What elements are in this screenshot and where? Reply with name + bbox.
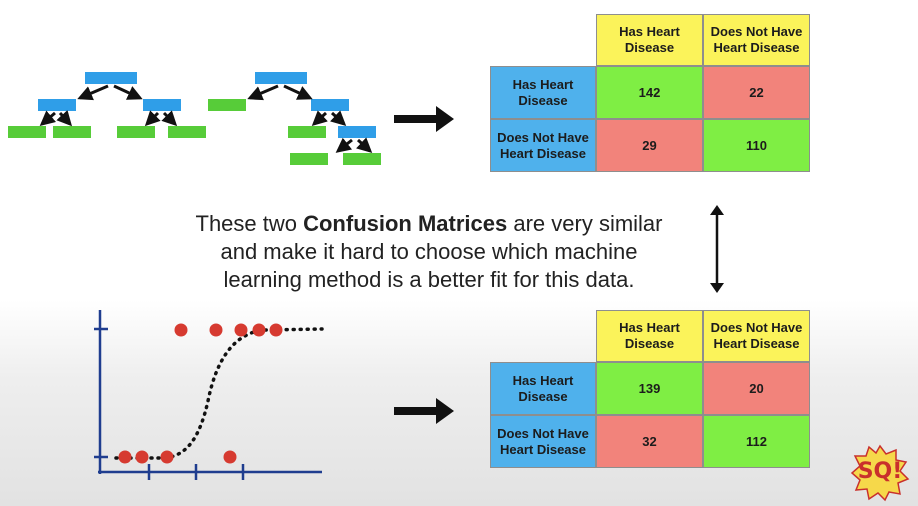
row-header: Has Heart Disease xyxy=(490,66,596,119)
matrix-cell-true-negative: 112 xyxy=(703,415,810,468)
tree-leaf xyxy=(343,153,381,165)
matrix-cell-true-negative: 110 xyxy=(703,119,810,172)
row-header: Has Heart Disease xyxy=(490,362,596,415)
tree-arrow xyxy=(311,110,328,127)
data-point xyxy=(252,323,266,337)
data-point xyxy=(269,323,283,337)
caption-emphasis: Confusion Matrices xyxy=(303,211,508,236)
tree-arrow xyxy=(247,84,279,101)
decision-tree-1 xyxy=(8,72,206,138)
double-arrow-icon xyxy=(710,205,724,293)
caption-line-3: learning method is a better fit for this… xyxy=(223,267,635,292)
tree-node xyxy=(311,99,349,111)
matrix-cell-false-positive: 29 xyxy=(596,119,703,172)
column-header: Has Heart Disease xyxy=(596,14,703,66)
decision-tree-2 xyxy=(208,72,381,165)
tree-arrow xyxy=(39,110,57,126)
tree-leaf xyxy=(8,126,46,138)
data-point xyxy=(160,450,174,464)
matrix-cell-false-positive: 32 xyxy=(596,415,703,468)
logo-text: SQ! xyxy=(857,459,903,484)
tree-leaf xyxy=(168,126,206,138)
tree-arrow xyxy=(113,84,143,100)
tree-leaf xyxy=(208,99,246,111)
data-point xyxy=(234,323,248,337)
tree-arrow xyxy=(77,84,109,101)
caption-line-1: These two Confusion Matrices are very si… xyxy=(195,211,663,236)
tree-arrow xyxy=(330,110,347,127)
row-header: Does Not Have Heart Disease xyxy=(490,415,596,468)
column-header: Does Not Have Heart Disease xyxy=(703,310,810,362)
tree-arrow xyxy=(356,137,373,154)
tree-root-node xyxy=(85,72,137,84)
statquest-logo: SQ! xyxy=(850,444,910,502)
logistic-regression-plot xyxy=(94,310,324,480)
data-point xyxy=(174,323,188,337)
tree-leaf xyxy=(290,153,328,165)
tree-node xyxy=(338,126,376,138)
matrix-cell-true-positive: 142 xyxy=(596,66,703,119)
tree-leaf xyxy=(53,126,91,138)
tree-arrow xyxy=(283,84,313,100)
comparison-caption: These two Confusion Matrices are very si… xyxy=(150,210,708,294)
matrix-cell-false-negative: 22 xyxy=(703,66,810,119)
top-confusion-matrix: Has Heart Disease Does Not Have Heart Di… xyxy=(490,14,810,172)
tree-root-node xyxy=(255,72,307,84)
tree-leaf xyxy=(288,126,326,138)
tree-leaf xyxy=(117,126,155,138)
arrow-right-icon xyxy=(394,398,454,424)
bottom-confusion-matrix: Has Heart Disease Does Not Have Heart Di… xyxy=(490,310,810,468)
tree-node xyxy=(38,99,76,111)
data-point xyxy=(118,450,132,464)
tree-arrow xyxy=(161,110,178,127)
matrix-cell-false-negative: 20 xyxy=(703,362,810,415)
row-header: Does Not Have Heart Disease xyxy=(490,119,596,172)
matrix-cell-true-positive: 139 xyxy=(596,362,703,415)
data-point xyxy=(223,450,237,464)
data-point xyxy=(135,450,149,464)
decision-trees-diagram xyxy=(8,72,381,165)
sigmoid-curve xyxy=(114,327,324,460)
column-header: Has Heart Disease xyxy=(596,310,703,362)
tree-arrow xyxy=(56,110,73,127)
arrow-right-icon xyxy=(394,106,454,132)
column-header: Does Not Have Heart Disease xyxy=(703,14,810,66)
tree-arrow xyxy=(335,137,353,153)
tree-arrow xyxy=(144,110,161,127)
caption-line-2: and make it hard to choose which machine xyxy=(220,239,638,264)
tree-node xyxy=(143,99,181,111)
data-point xyxy=(209,323,223,337)
